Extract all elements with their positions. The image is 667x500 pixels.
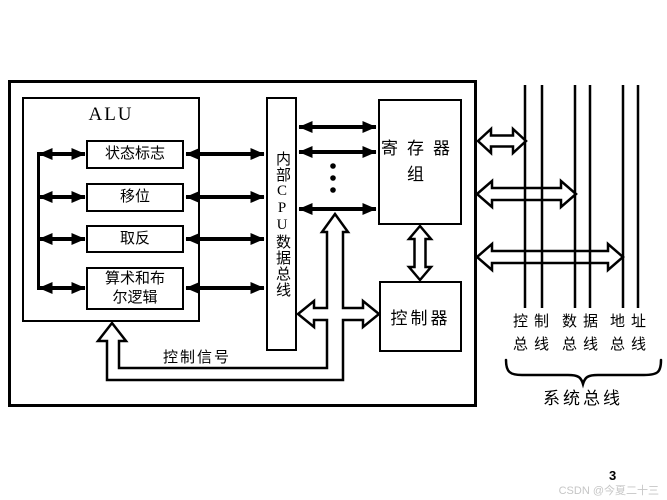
alu-unit-status-flags: 状态标志 (86, 140, 184, 169)
controller-box: 控制器 (379, 281, 462, 352)
address-bus-arrow (475, 241, 625, 273)
system-bus-lines (523, 85, 640, 308)
cpu-system-bus-arrows (475, 126, 625, 273)
register-group-label: 寄存器组 (381, 139, 459, 184)
alu-unit-arithmetic-boolean-logic: 算术和布尔逻辑 (86, 267, 184, 310)
internal-cpu-data-bus: 内部CPU数据总线 (266, 97, 297, 351)
alu-unit-shift: 移位 (86, 183, 184, 212)
register-group-box: 寄存器组 (378, 99, 462, 225)
register-controller-arrow (406, 224, 434, 282)
control-bus-label: 控制总线 (512, 314, 555, 353)
cpu-outer-box (8, 80, 477, 407)
control-bus-arrow (476, 126, 528, 156)
alu-title: ALU (88, 104, 134, 125)
control-signal-path (95, 211, 381, 382)
internal-bus-label: 内部CPU数据总线 (274, 150, 290, 298)
control-signal-label: 控制信号 (163, 350, 232, 366)
alu-to-bus-arrows (185, 148, 265, 294)
page-number: 3 (609, 468, 617, 483)
data-bus-arrow (475, 178, 578, 210)
alu-unit-complement: 取反 (86, 225, 184, 253)
watermark: CSDN @今夏二十三 (558, 485, 659, 497)
alu-left-arrows (38, 148, 86, 294)
controller-label: 控制器 (390, 309, 451, 328)
system-bus-group-label: 系统总线 (543, 389, 623, 408)
data-bus-label: 数据总线 (561, 314, 604, 353)
address-bus-label: 地址总线 (609, 314, 652, 353)
system-bus-brace (504, 358, 663, 389)
ellipsis-dots (330, 163, 336, 193)
bus-to-register-arrows (298, 121, 377, 215)
